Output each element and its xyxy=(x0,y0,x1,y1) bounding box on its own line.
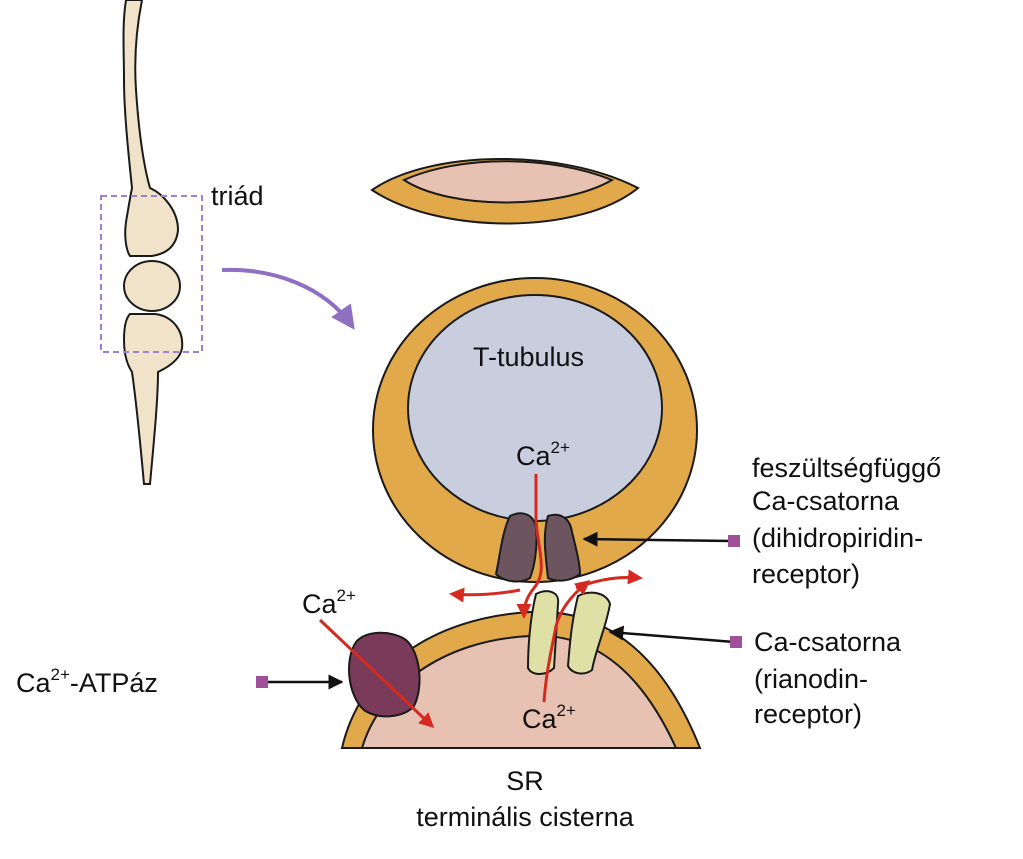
t-tubule-label: T-tubulus xyxy=(473,342,584,372)
sr-label: SR terminális cisterna xyxy=(416,766,635,832)
pointer-marker-dhpr xyxy=(728,535,740,547)
triad-label: triád xyxy=(211,181,264,211)
t-tubule: T-tubulus xyxy=(372,277,698,583)
svg-text:SR: SR xyxy=(506,766,544,796)
svg-text:receptor): receptor) xyxy=(752,559,860,589)
pointer-marker-ryr xyxy=(730,636,742,648)
upper-sr-fragment xyxy=(370,158,640,225)
dhpr-left-subunit xyxy=(494,512,538,583)
dhpr-label: feszültségfüggő Ca-csatorna (dihidropiri… xyxy=(752,453,941,589)
svg-text:receptor): receptor) xyxy=(754,699,862,729)
svg-text:terminális cisterna: terminális cisterna xyxy=(416,802,635,832)
ryr-label: Ca-csatorna (rianodin- receptor) xyxy=(754,627,902,729)
fiber-upper-segment xyxy=(122,0,180,257)
ca-flow-arrows xyxy=(318,474,643,729)
pointer-ryr xyxy=(608,625,742,648)
fiber-overview: triád xyxy=(100,0,355,485)
fiber-middle-segment xyxy=(123,260,181,312)
ca-flow-through-dhpr xyxy=(516,474,543,619)
ca-label-sr: Ca2+ xyxy=(522,701,576,734)
pointer-atpase xyxy=(256,674,344,690)
pointer-marker-atpase xyxy=(256,676,268,688)
zoom-arrow xyxy=(221,267,355,330)
ca-atpase-pump xyxy=(348,631,421,718)
atpase-label: Ca2+-ATPáz xyxy=(16,665,158,698)
ca-label-t-tubule: Ca2+ xyxy=(516,438,570,471)
ca-flow-left-spread xyxy=(449,587,521,603)
dhp-receptor xyxy=(494,512,582,583)
ryr-right-subunit xyxy=(566,591,612,675)
dhpr-right-subunit xyxy=(543,513,582,582)
ca-label-atpase: Ca2+ xyxy=(302,586,356,619)
triad-box xyxy=(100,195,203,353)
svg-text:(dihidropiridin-: (dihidropiridin- xyxy=(752,523,923,553)
ca-uptake-atpase xyxy=(318,618,435,729)
svg-text:Ca-csatorna: Ca-csatorna xyxy=(752,486,900,516)
ca-release-ryr xyxy=(542,580,591,703)
svg-text:Ca-csatorna: Ca-csatorna xyxy=(754,627,902,657)
svg-text:feszültségfüggő: feszültségfüggő xyxy=(752,453,941,483)
svg-text:(rianodin-: (rianodin- xyxy=(754,664,868,694)
fiber-lower-segment xyxy=(122,313,184,485)
pointer-dhpr xyxy=(582,531,740,547)
